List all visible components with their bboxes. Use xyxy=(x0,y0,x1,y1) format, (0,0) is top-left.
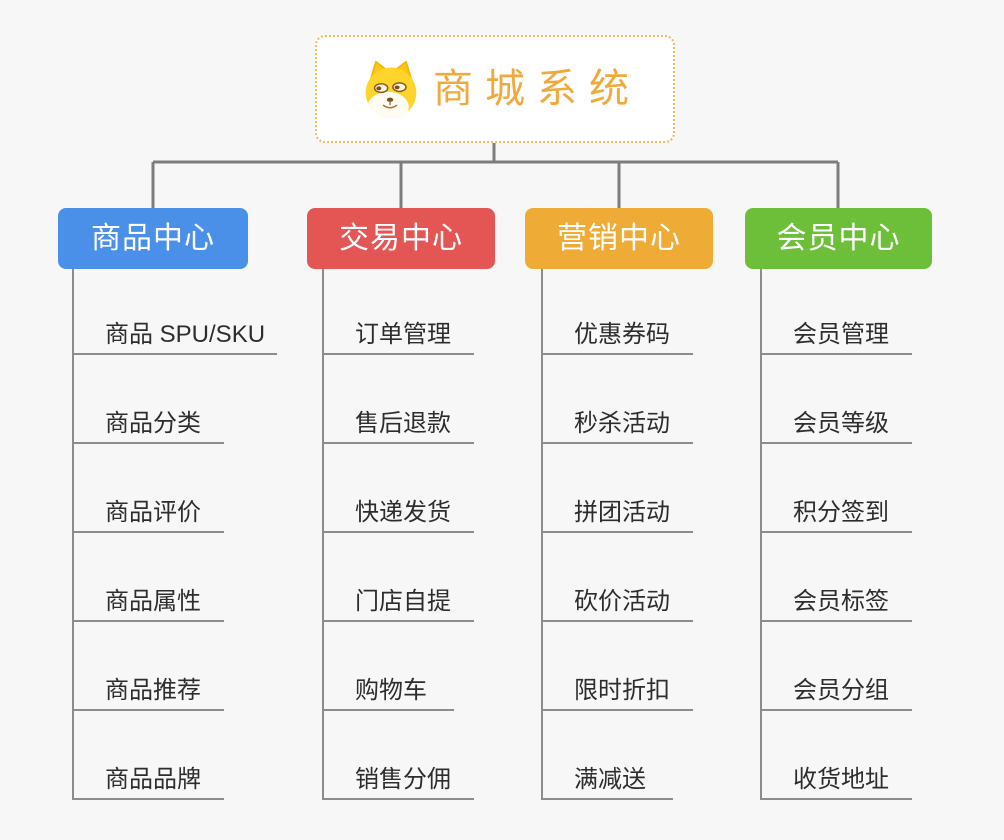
leaf-label: 拼团活动 xyxy=(574,499,670,526)
leaf-node[interactable]: 售后退款 xyxy=(324,400,474,444)
leaf-label: 快递发货 xyxy=(355,499,451,526)
branch-node-product-center[interactable]: 商品中心 xyxy=(58,208,248,269)
leaf-node[interactable]: 快递发货 xyxy=(324,489,474,533)
leaf-label: 会员分组 xyxy=(793,677,889,704)
branch-label: 商品中心 xyxy=(91,221,215,255)
leaf-label: 商品品牌 xyxy=(105,766,201,793)
leaf-node[interactable]: 拼团活动 xyxy=(543,489,693,533)
leaf-node[interactable]: 销售分佣 xyxy=(324,756,474,800)
leaf-node[interactable]: 商品分类 xyxy=(74,400,224,444)
leaf-label: 商品分类 xyxy=(105,410,201,437)
leaf-label: 砍价活动 xyxy=(574,588,670,615)
branch-node-marketing-center[interactable]: 营销中心 xyxy=(525,208,713,269)
branch-children-column-marketing: 优惠券码 秒杀活动 拼团活动 砍价活动 限时折扣 满减送 xyxy=(541,269,756,800)
leaf-label: 销售分佣 xyxy=(355,766,451,793)
leaf-label: 商品评价 xyxy=(105,499,201,526)
leaf-label: 满减送 xyxy=(574,766,646,793)
leaf-node[interactable]: 商品 SPU/SKU xyxy=(74,311,277,355)
branch-children-column-member: 会员管理 会员等级 积分签到 会员标签 会员分组 收货地址 xyxy=(760,269,975,800)
leaf-node[interactable]: 优惠券码 xyxy=(543,311,693,355)
branch-node-member-center[interactable]: 会员中心 xyxy=(745,208,932,269)
leaf-node[interactable]: 会员管理 xyxy=(762,311,912,355)
leaf-node[interactable]: 积分签到 xyxy=(762,489,912,533)
leaf-label: 限时折扣 xyxy=(574,677,670,704)
leaf-label: 收货地址 xyxy=(793,766,889,793)
leaf-node[interactable]: 会员分组 xyxy=(762,667,912,711)
leaf-label: 商品属性 xyxy=(105,588,201,615)
leaf-node[interactable]: 订单管理 xyxy=(324,311,474,355)
leaf-node[interactable]: 限时折扣 xyxy=(543,667,693,711)
leaf-node[interactable]: 商品品牌 xyxy=(74,756,224,800)
leaf-node[interactable]: 商品属性 xyxy=(74,578,224,622)
leaf-node[interactable]: 购物车 xyxy=(324,667,454,711)
branch-children-column-trade: 订单管理 售后退款 快递发货 门店自提 购物车 销售分佣 xyxy=(322,269,537,800)
branch-children-column-product: 商品 SPU/SKU 商品分类 商品评价 商品属性 商品推荐 商品品牌 xyxy=(72,269,287,800)
leaf-label: 会员标签 xyxy=(793,588,889,615)
leaf-label: 秒杀活动 xyxy=(574,410,670,437)
root-label: 商城系统 xyxy=(433,67,641,111)
leaf-label: 商品 SPU/SKU xyxy=(105,321,266,348)
leaf-label: 积分签到 xyxy=(793,499,889,526)
leaf-label: 售后退款 xyxy=(355,410,451,437)
branch-label: 营销中心 xyxy=(557,221,681,255)
leaf-node[interactable]: 门店自提 xyxy=(324,578,474,622)
leaf-node[interactable]: 秒杀活动 xyxy=(543,400,693,444)
leaf-node[interactable]: 商品推荐 xyxy=(74,667,224,711)
leaf-label: 门店自提 xyxy=(355,588,451,615)
doge-icon xyxy=(361,59,421,119)
leaf-node[interactable]: 收货地址 xyxy=(762,756,912,800)
leaf-label: 购物车 xyxy=(355,677,427,704)
leaf-label: 优惠券码 xyxy=(574,321,670,348)
branch-label: 会员中心 xyxy=(776,221,901,255)
leaf-node[interactable]: 会员等级 xyxy=(762,400,912,444)
leaf-node[interactable]: 满减送 xyxy=(543,756,673,800)
leaf-node[interactable]: 砍价活动 xyxy=(543,578,693,622)
leaf-node[interactable]: 会员标签 xyxy=(762,578,912,622)
leaf-label: 商品推荐 xyxy=(105,677,201,704)
leaf-label: 会员管理 xyxy=(793,321,889,348)
leaf-label: 会员等级 xyxy=(793,410,889,437)
leaf-label: 订单管理 xyxy=(355,321,451,348)
branch-label: 交易中心 xyxy=(339,221,463,255)
leaf-node[interactable]: 商品评价 xyxy=(74,489,224,533)
branch-node-trade-center[interactable]: 交易中心 xyxy=(307,208,495,269)
root-node[interactable]: 商城系统 xyxy=(315,35,675,143)
